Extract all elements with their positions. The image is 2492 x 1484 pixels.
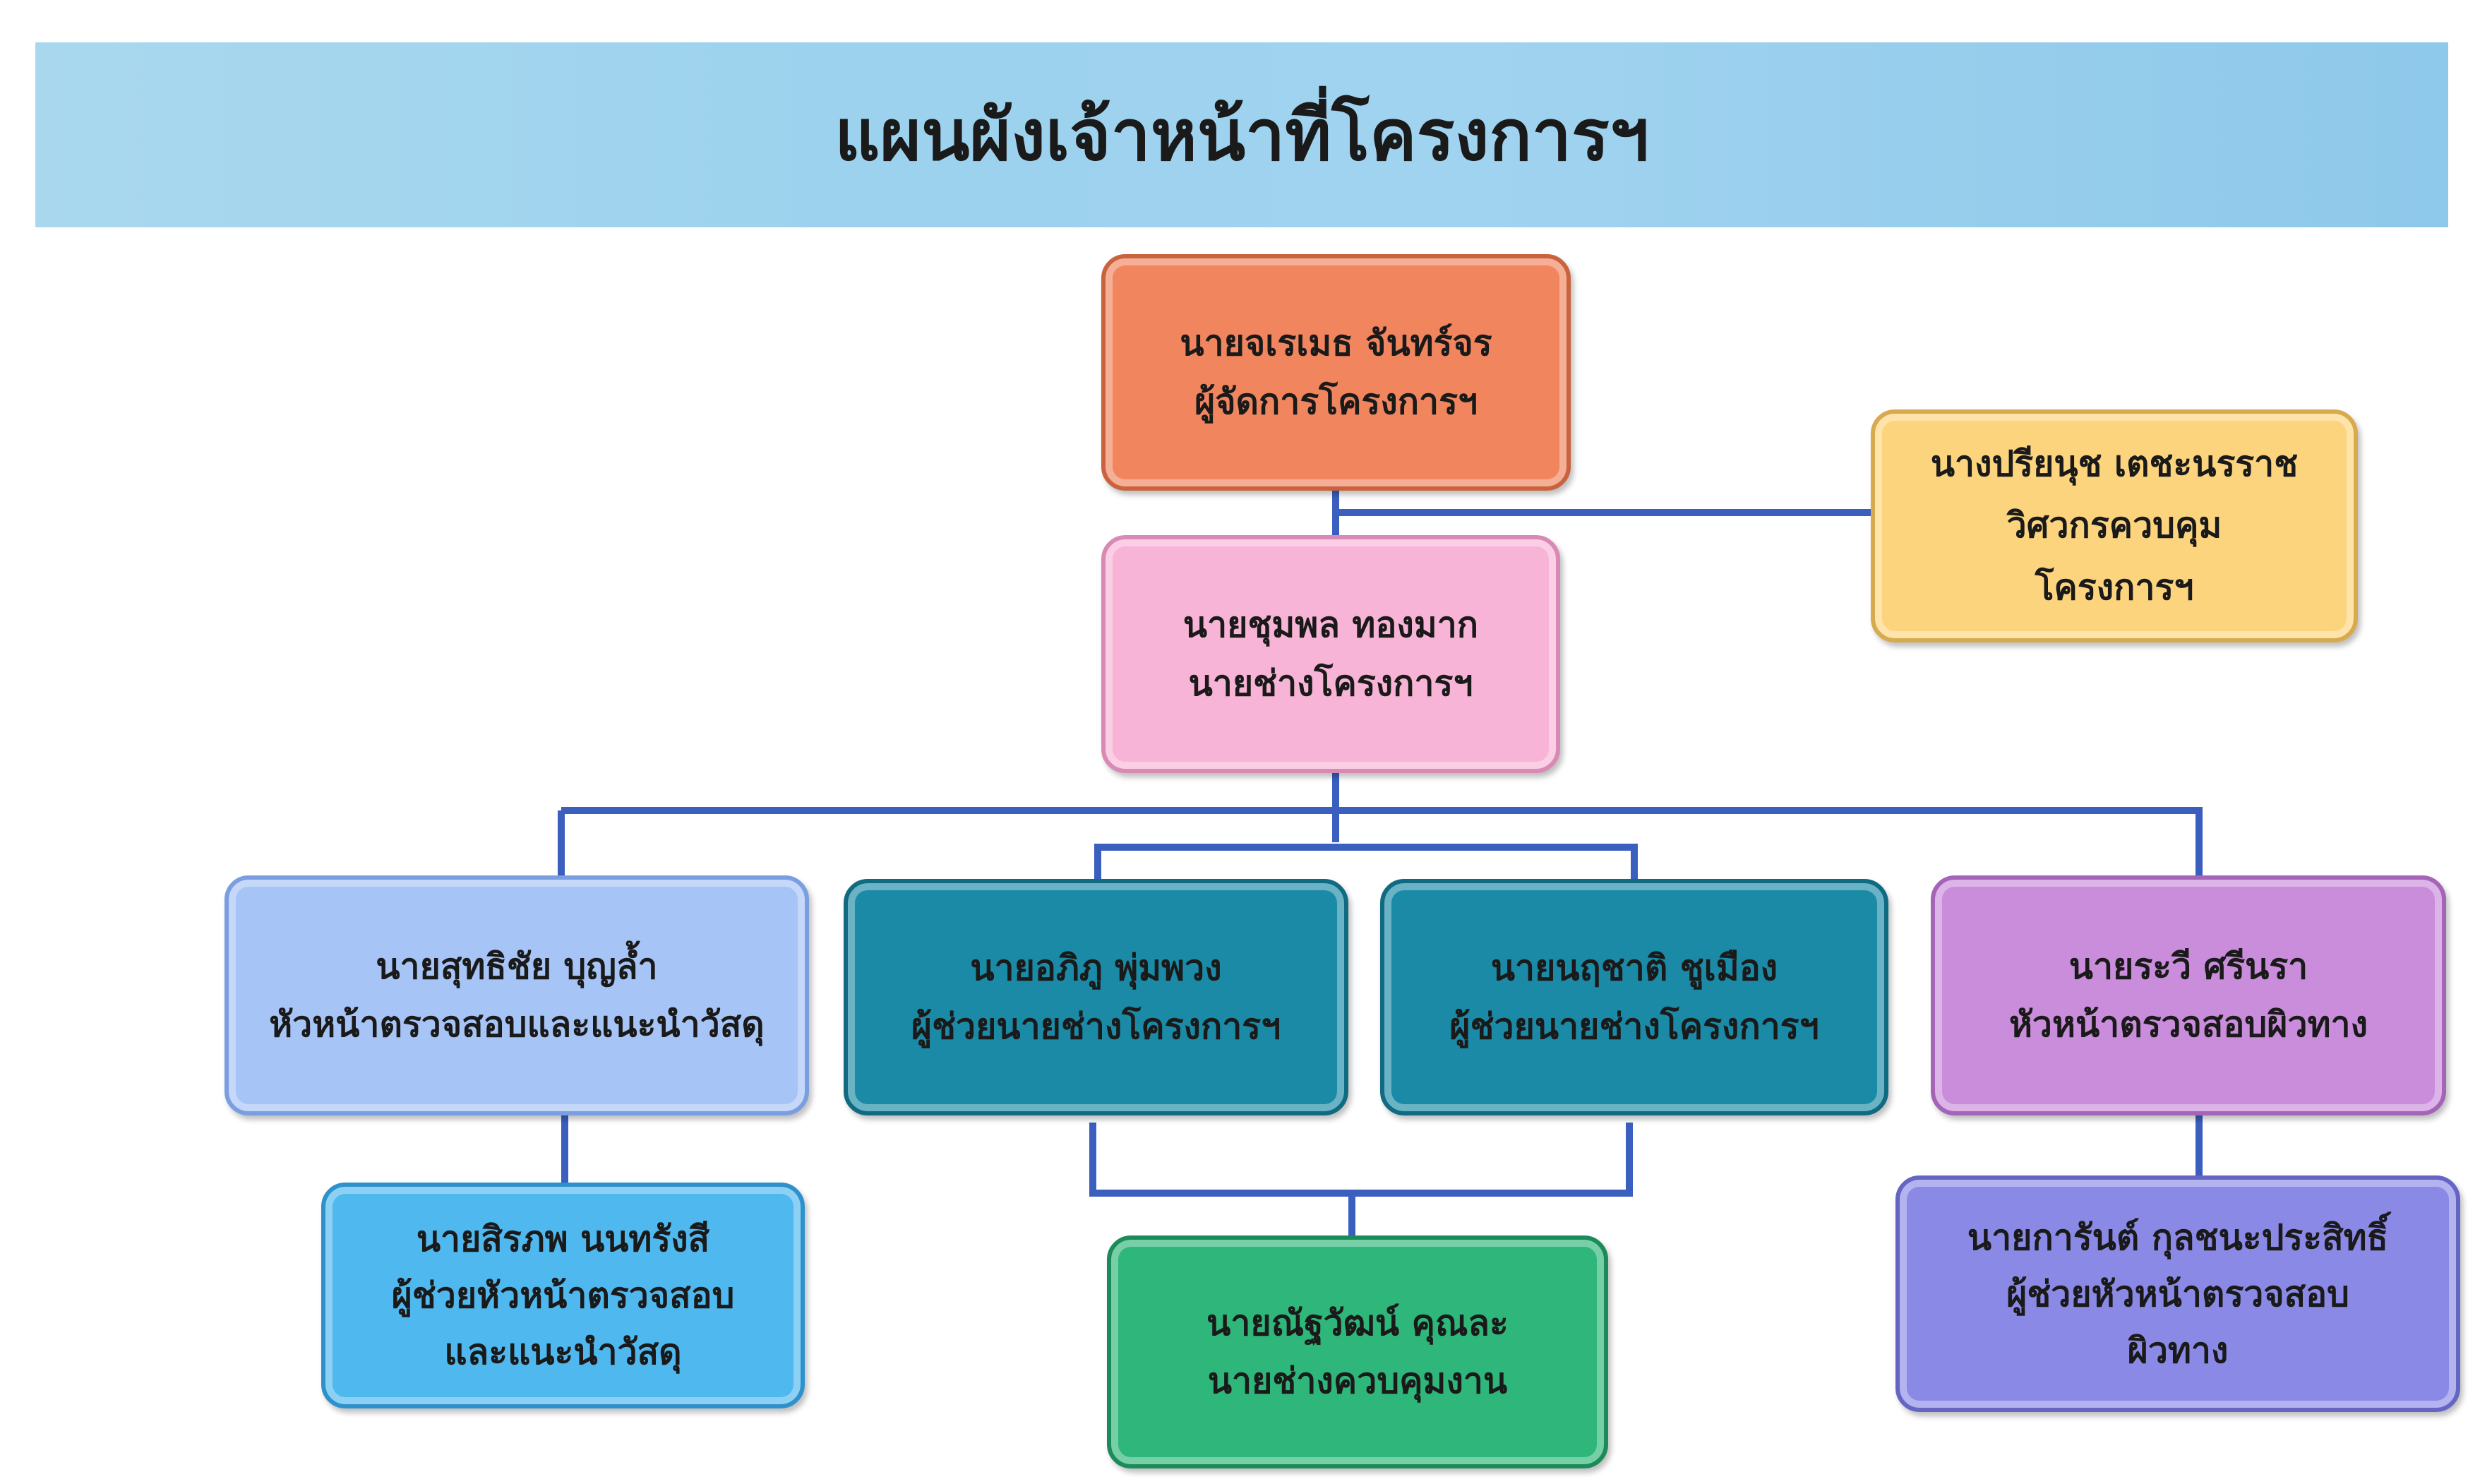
node-surface-assistant: นายการันต์ กุลชนะประสิทธิ์ ผู้ช่วยหัวหน้… [1895,1175,2460,1412]
node-asst1-name: นายอภิภู พุ่มพวง [970,947,1222,988]
node-materials-assistant: นายสิรภพ นนทรังสี ผู้ช่วยหัวหน้าตรวจสอบ … [321,1183,805,1408]
title-banner: แผนผังเจ้าหน้าที่โครงการฯ [35,42,2448,227]
node-materials-asst-role-2: และแนะนำวัสดุ [444,1332,682,1372]
node-materials-asst-role: ผู้ช่วยหัวหน้าตรวจสอบ [391,1275,735,1316]
node-control-role: วิศวกรควบคุม [2006,505,2222,546]
connector-supervisor-bus [1089,1123,1633,1235]
page-title: แผนผังเจ้าหน้าที่โครงการฯ [834,93,1649,176]
node-materials-head: นายสุทธิชัย บุญล้ำ หัวหน้าตรวจสอบและแนะน… [224,875,809,1115]
node-materials-name: นายสุทธิชัย บุญล้ำ [376,945,658,987]
node-surface-name: นายระวี ศรีนรา [2068,945,2308,987]
node-engineer-role: นายช่างโครงการฯ [1188,662,1473,704]
node-manager-name: นายจเรเมธ จันทร์จร [1180,323,1492,364]
connector-assistants-bus [1094,844,1638,879]
node-asst2-name: นายนฤชาติ ชูเมือง [1490,947,1778,988]
node-surface-asst-name: นายการันต์ กุลชนะประสิทธิ์ [1967,1216,2389,1258]
node-surface-asst-role-2: ผิวทาง [2127,1329,2229,1371]
node-control-name: นางปรียนุช เตชะนรราช [1930,443,2299,484]
node-supervisor: นายณัฐวัฒน์ คุณละ นายช่างควบคุมงาน [1107,1235,1608,1468]
node-control-role-2: โครงการฯ [2035,566,2194,608]
node-materials-asst-name: นายสิรภพ นนทรังสี [416,1219,710,1259]
node-control-engineer: นางปรียนุช เตชะนรราช วิศวกรควบคุม โครงกา… [1871,409,2358,642]
node-supervisor-role: นายช่างควบคุมงาน [1207,1360,1508,1401]
node-materials-role: หัวหน้าตรวจสอบและแนะนำวัสดุ [269,1004,765,1045]
node-surface-asst-role: ผู้ช่วยหัวหน้าตรวจสอบ [2006,1273,2349,1315]
node-engineer-name: นายชุมพล ทองมาก [1182,604,1479,645]
connector-level3-bus [558,807,2203,875]
node-asst2-role: ผู้ช่วยนายช่างโครงการฯ [1449,1005,1819,1047]
node-surface-head: นายระวี ศรีนรา หัวหน้าตรวจสอบผิวทาง [1931,875,2446,1115]
node-asst1-role: ผู้ช่วยนายช่างโครงการฯ [911,1005,1281,1047]
node-manager-role: ผู้จัดการโครงการฯ [1194,381,1478,422]
node-surface-role: หัวหน้าตรวจสอบผิวทาง [2008,1004,2368,1045]
node-assistant-2: นายนฤชาติ ชูเมือง ผู้ช่วยนายช่างโครงการฯ [1380,879,1888,1115]
node-manager: นายจเรเมธ จันทร์จร ผู้จัดการโครงการฯ [1101,254,1571,491]
node-supervisor-name: นายณัฐวัฒน์ คุณละ [1206,1302,1509,1344]
node-project-engineer: นายชุมพล ทองมาก นายช่างโครงการฯ [1101,535,1560,773]
node-assistant-1: นายอภิภู พุ่มพวง ผู้ช่วยนายช่างโครงการฯ [844,879,1348,1115]
